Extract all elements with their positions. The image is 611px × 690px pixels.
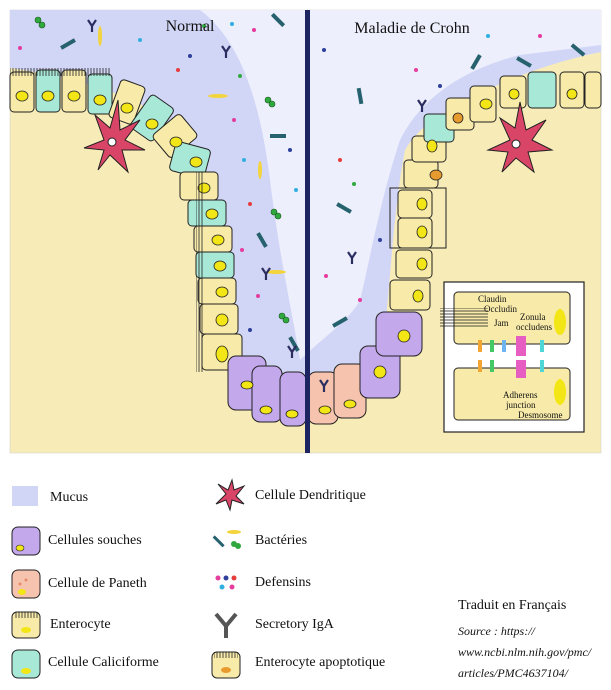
legend-bacteria-icon (212, 530, 241, 549)
right-apoptotic-nuclei (429, 112, 464, 181)
legend-bacteria-label: Bactéries (255, 533, 308, 548)
legend-iga-icon (214, 612, 238, 638)
legend-apoptotic-icon (211, 651, 241, 679)
inset-claudin-label: Claudin (478, 294, 507, 304)
left-nuclei (15, 90, 299, 419)
bacteria-rods (60, 12, 586, 352)
bacteria-yellow (98, 26, 286, 274)
dendritic-cell-right (486, 101, 554, 174)
source-line-3: articles/PMC4637104/ (458, 666, 568, 680)
legend-paneth-icon (11, 569, 41, 599)
junction-proteins (478, 336, 544, 378)
inset-occludin-label: Occludin (484, 304, 517, 314)
inset-occludens-label: occludens (516, 322, 552, 332)
legend-stem-cell-icon (11, 526, 41, 556)
legend-iga-label: Secretory IgA (255, 617, 334, 632)
source-line-1: Source : https:// (458, 624, 535, 638)
legend-enterocyte-icon (11, 611, 41, 639)
legend-defensins-label: Defensins (255, 575, 311, 590)
legend-defensin-icon (215, 575, 237, 590)
left-panel-title: Normal (166, 18, 215, 35)
left-brush-border (10, 68, 204, 372)
right-panel-title: Maladie de Crohn (354, 20, 470, 37)
inset-jam-label: Jam (494, 318, 509, 328)
legend-enterocyte-label: Enterocyte (50, 617, 111, 632)
right-nuclei (318, 88, 578, 415)
zoom-box (389, 187, 447, 249)
secretory-iga (87, 19, 427, 392)
inset-desmosome-label: Desmosome (518, 410, 563, 420)
panel-divider (305, 10, 310, 453)
lumen (200, 10, 601, 360)
legend-dendritic-icon (215, 478, 246, 512)
source-line-2: www.ncbi.nlm.nih.gov/pmc/ (458, 645, 592, 659)
translated-credit: Traduit en Français (458, 598, 567, 613)
legend-paneth-label: Cellule de Paneth (48, 576, 147, 591)
legend-dendritic-label: Cellule Dendritique (255, 488, 366, 503)
inset-adherens-label: Adherens (503, 390, 538, 400)
legend-mucus-label: Mucus (50, 490, 89, 505)
legend-goblet-icon (11, 649, 41, 679)
legend-mucus-swatch (12, 486, 38, 506)
bacteria-cocci (34, 16, 290, 324)
defensins (18, 22, 542, 332)
inset-zonula-label: Zonula (520, 312, 546, 322)
legend-apoptotic-label: Enterocyte apoptotique (255, 655, 386, 670)
legend-goblet-label: Cellule Caliciforme (48, 655, 159, 670)
dendritic-cell-left (83, 99, 146, 174)
inset-junction-label: junction (505, 400, 536, 410)
legend-stem-cells-label: Cellules souches (48, 533, 142, 548)
